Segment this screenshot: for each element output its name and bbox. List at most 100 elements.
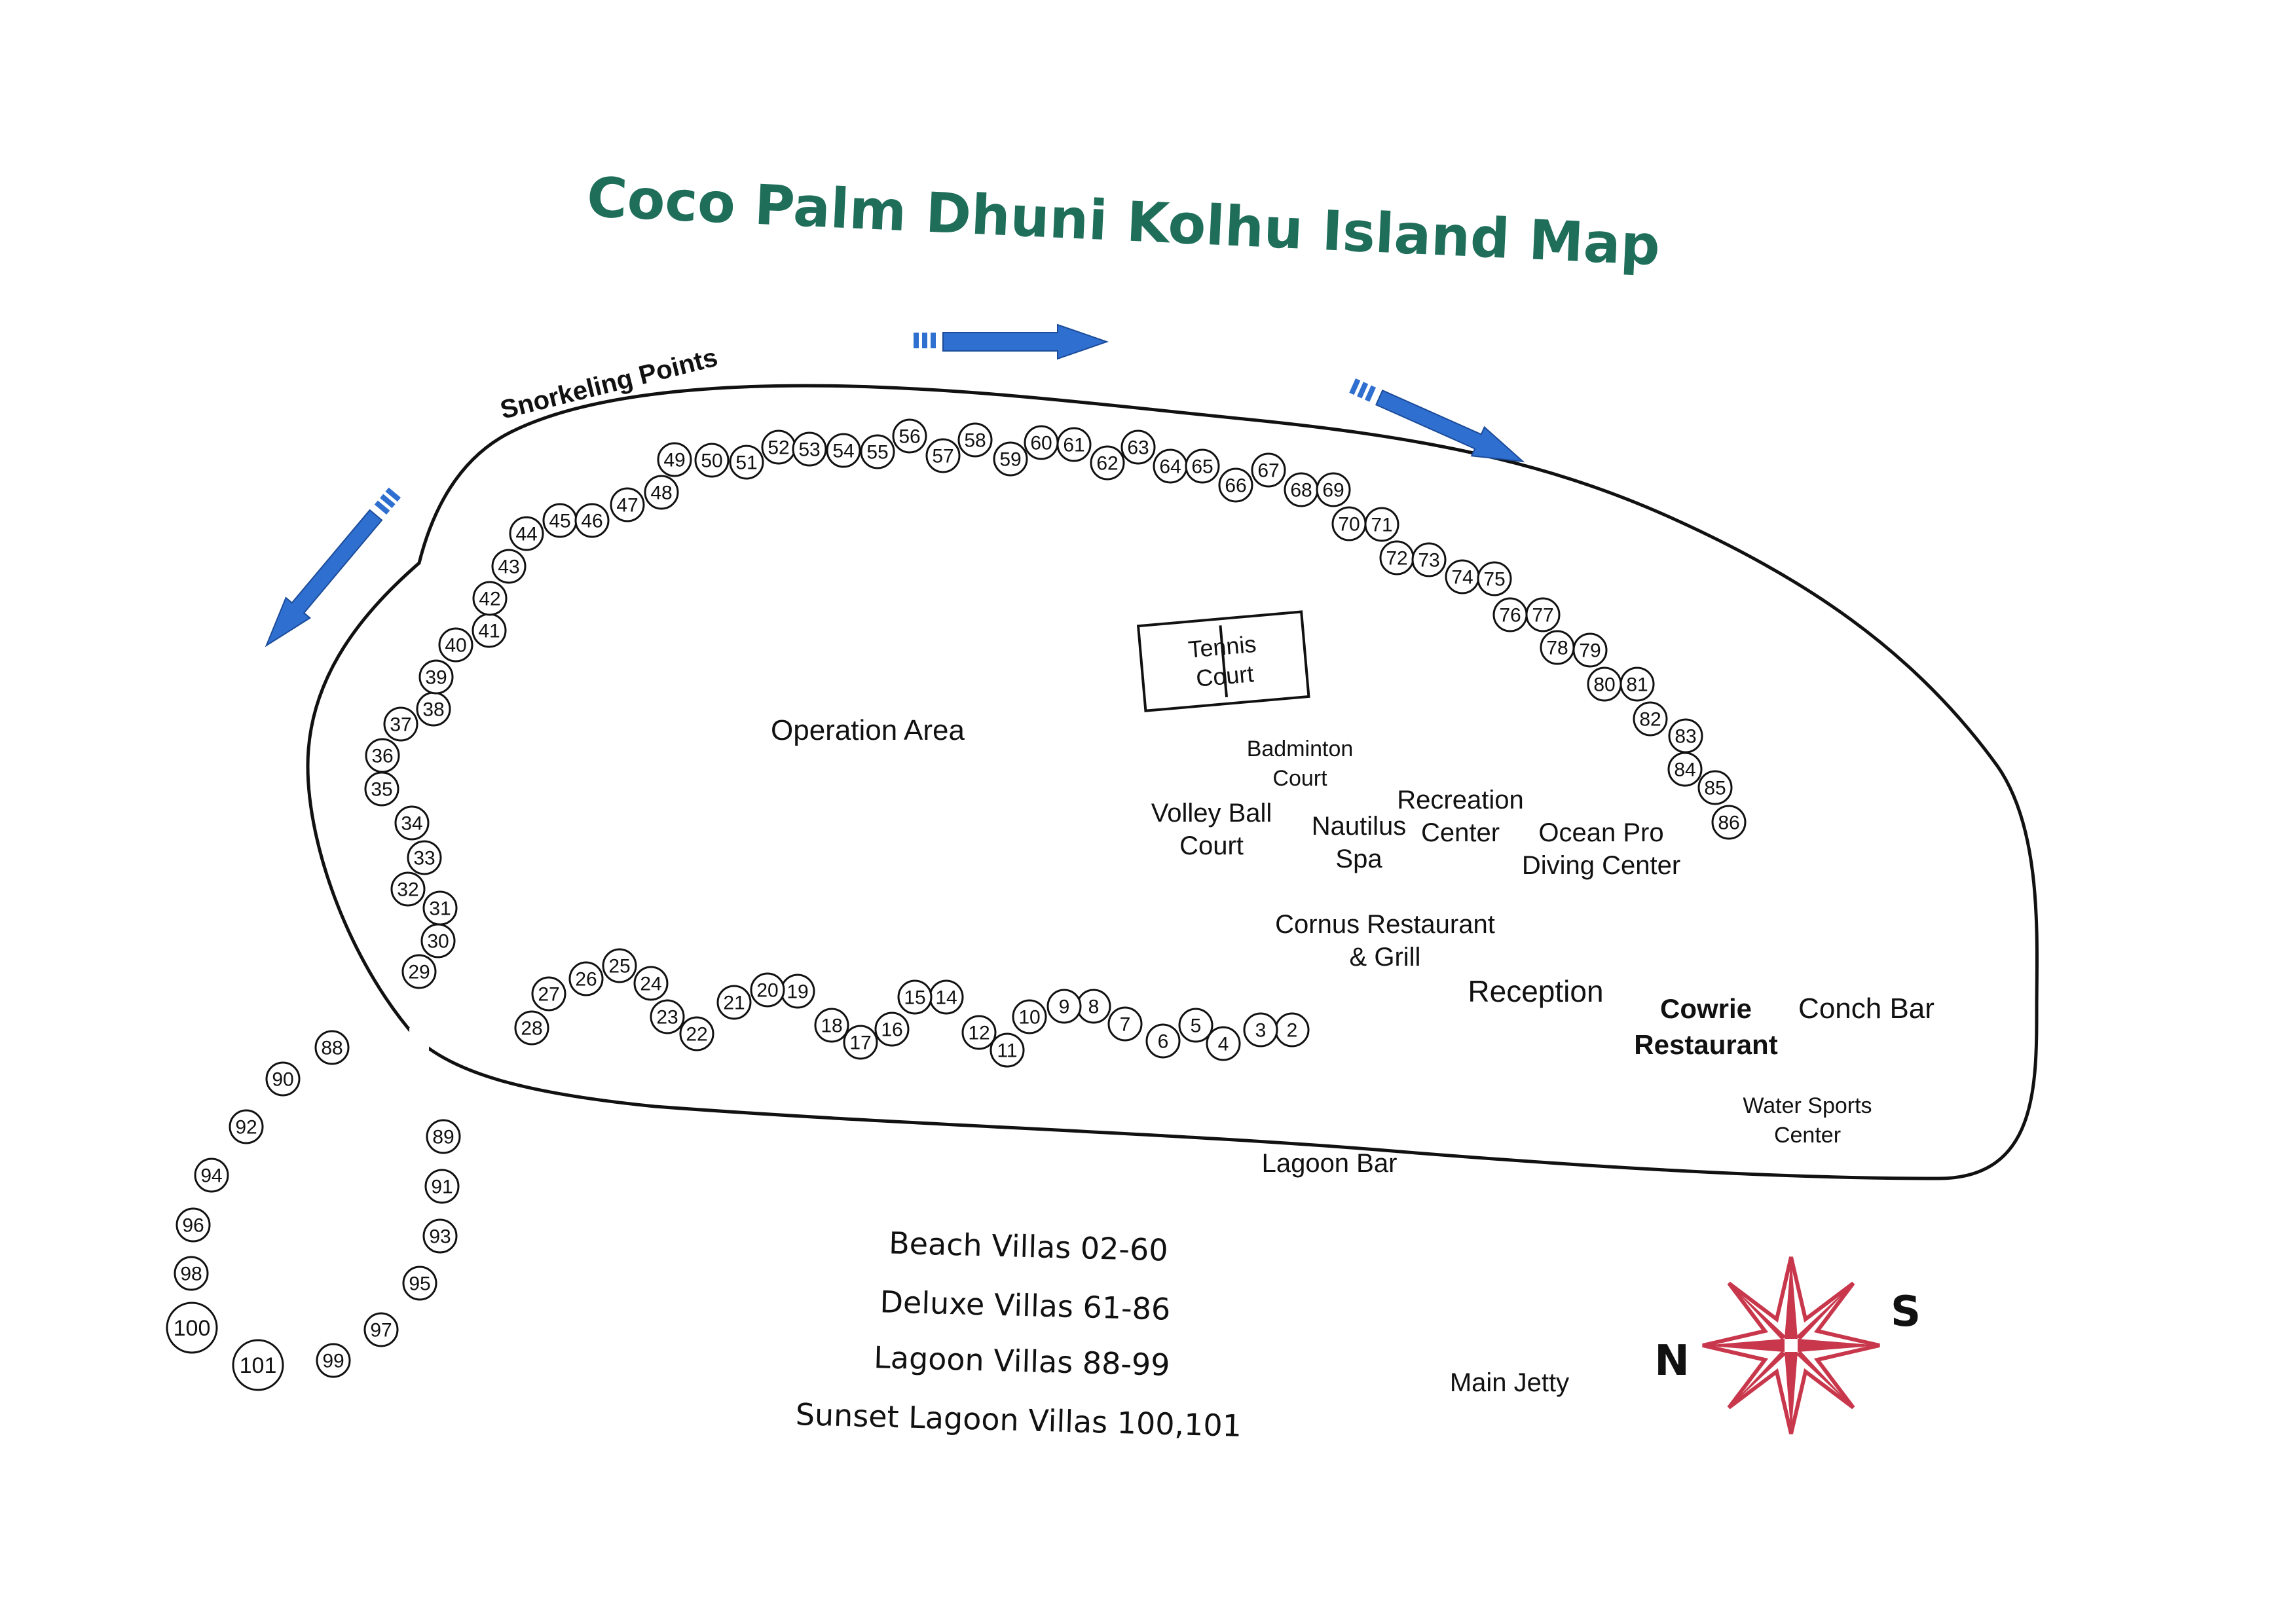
villa-marker-circle bbox=[166, 1302, 218, 1354]
villa-marker-circle bbox=[993, 441, 1028, 477]
villa-91: 91 bbox=[424, 1169, 460, 1204]
villa-75: 75 bbox=[1477, 561, 1512, 596]
villa-number: 88 bbox=[321, 1038, 343, 1059]
villa-25: 25 bbox=[602, 948, 637, 983]
villa-77: 77 bbox=[1525, 597, 1561, 632]
villa-85: 85 bbox=[1697, 770, 1733, 805]
villa-number: 85 bbox=[1704, 778, 1726, 799]
villa-marker-circle bbox=[265, 1061, 301, 1097]
conch-bar-label: Conch Bar bbox=[1798, 993, 1935, 1025]
villa-number: 14 bbox=[935, 987, 957, 1009]
villa-marker-circle bbox=[1572, 632, 1608, 668]
villa-number: 94 bbox=[200, 1165, 222, 1187]
cornus-label-1: Cornus Restaurant bbox=[1275, 910, 1495, 939]
villa-number: 67 bbox=[1257, 460, 1279, 482]
villa-marker-circle bbox=[472, 581, 508, 616]
villa-marker-circle bbox=[1667, 752, 1703, 787]
villa-number: 5 bbox=[1191, 1015, 1202, 1037]
villa-32: 32 bbox=[390, 871, 426, 907]
villa-number: 45 bbox=[549, 511, 570, 532]
villa-80: 80 bbox=[1587, 666, 1622, 702]
villa-28: 28 bbox=[514, 1010, 549, 1046]
villa-number: 20 bbox=[756, 980, 778, 1002]
villa-number: 84 bbox=[1674, 759, 1695, 781]
villa-marker-circle bbox=[792, 431, 827, 467]
villa-41: 41 bbox=[472, 613, 507, 648]
villa-15: 15 bbox=[897, 979, 933, 1015]
villa-59: 59 bbox=[993, 441, 1028, 477]
legend-deluxe-villas: Deluxe Villas 61-86 bbox=[880, 1284, 1171, 1327]
villa-52: 52 bbox=[761, 429, 796, 465]
villa-21: 21 bbox=[716, 985, 752, 1020]
villa-81: 81 bbox=[1620, 666, 1655, 702]
villa-number: 23 bbox=[656, 1007, 678, 1029]
water-sports-label-1: Water Sports bbox=[1743, 1093, 1872, 1118]
villa-67: 67 bbox=[1251, 452, 1286, 488]
villa-marker-circle bbox=[729, 445, 764, 480]
villa-number: 52 bbox=[768, 437, 789, 459]
villa-83: 83 bbox=[1668, 718, 1703, 754]
volleyball-label-2: Court bbox=[1179, 831, 1244, 860]
water-sports-label-2: Center bbox=[1774, 1123, 1841, 1148]
villa-marker-circle bbox=[365, 738, 400, 773]
villa-50: 50 bbox=[694, 443, 730, 478]
villa-93: 93 bbox=[422, 1218, 458, 1254]
ocean-pro-label-2: Diving Center bbox=[1522, 851, 1680, 880]
villa-88: 88 bbox=[314, 1030, 350, 1065]
villa-number: 92 bbox=[235, 1117, 257, 1139]
villa-10: 10 bbox=[1012, 999, 1047, 1034]
tennis-label-1: Tennis bbox=[1187, 630, 1257, 663]
villa-marker-circle bbox=[897, 979, 933, 1015]
villa-marker-circle bbox=[679, 1016, 714, 1051]
villa-number: 22 bbox=[686, 1024, 707, 1046]
villa-number: 99 bbox=[322, 1351, 344, 1372]
villa-number: 2 bbox=[1287, 1020, 1298, 1042]
villa-marker-circle bbox=[814, 1008, 849, 1043]
villa-number: 21 bbox=[723, 993, 745, 1014]
villa-marker-circle bbox=[1178, 1008, 1213, 1043]
villa-number: 47 bbox=[616, 495, 638, 517]
villa-marker-circle bbox=[1525, 597, 1561, 632]
villa-9: 9 bbox=[1046, 989, 1082, 1024]
villa-17: 17 bbox=[843, 1025, 878, 1060]
villa-number: 40 bbox=[445, 635, 466, 657]
villa-45: 45 bbox=[542, 503, 578, 538]
villa-number: 37 bbox=[390, 714, 411, 736]
villa-marker-circle bbox=[1012, 999, 1047, 1034]
villa-marker-circle bbox=[1477, 561, 1512, 596]
villa-number: 63 bbox=[1127, 437, 1149, 459]
villa-number: 8 bbox=[1088, 996, 1100, 1018]
villa-number: 90 bbox=[272, 1069, 293, 1091]
villa-marker-circle bbox=[874, 1012, 910, 1047]
villa-14: 14 bbox=[929, 979, 964, 1015]
villa-number: 12 bbox=[968, 1023, 990, 1044]
villa-number: 27 bbox=[538, 984, 559, 1006]
volleyball-label-1: Volley Ball bbox=[1151, 799, 1272, 828]
compass-south-label: S bbox=[1891, 1288, 1921, 1336]
villa-26: 26 bbox=[568, 961, 604, 996]
villa-90: 90 bbox=[265, 1061, 301, 1097]
villa-95: 95 bbox=[402, 1266, 437, 1301]
villa-number: 89 bbox=[432, 1127, 454, 1148]
villa-marker-circle bbox=[694, 443, 730, 478]
villa-marker-circle bbox=[892, 418, 927, 454]
villa-marker-circle bbox=[194, 1158, 229, 1193]
villa-number: 97 bbox=[370, 1320, 392, 1341]
villa-number: 44 bbox=[515, 524, 537, 545]
villa-39: 39 bbox=[418, 659, 454, 695]
villa-31: 31 bbox=[422, 890, 458, 926]
map-title: Coco Palm Dhuni Kolhu Island Map bbox=[585, 165, 1661, 278]
reception-label: Reception bbox=[1468, 974, 1603, 1008]
villa-marker-circle bbox=[843, 1025, 878, 1060]
main-jetty-label: Main Jetty bbox=[1450, 1368, 1569, 1397]
villa-number: 16 bbox=[881, 1019, 902, 1041]
villa-86: 86 bbox=[1711, 805, 1747, 840]
villa-number: 75 bbox=[1483, 569, 1505, 591]
villa-number: 50 bbox=[701, 450, 722, 472]
villa-number: 71 bbox=[1371, 515, 1392, 536]
villa-number: 66 bbox=[1225, 475, 1246, 497]
villa-number: 73 bbox=[1418, 550, 1439, 572]
lagoon-bar-label: Lagoon Bar bbox=[1262, 1149, 1398, 1178]
villa-number: 51 bbox=[735, 452, 757, 474]
villa-68: 68 bbox=[1284, 472, 1319, 507]
